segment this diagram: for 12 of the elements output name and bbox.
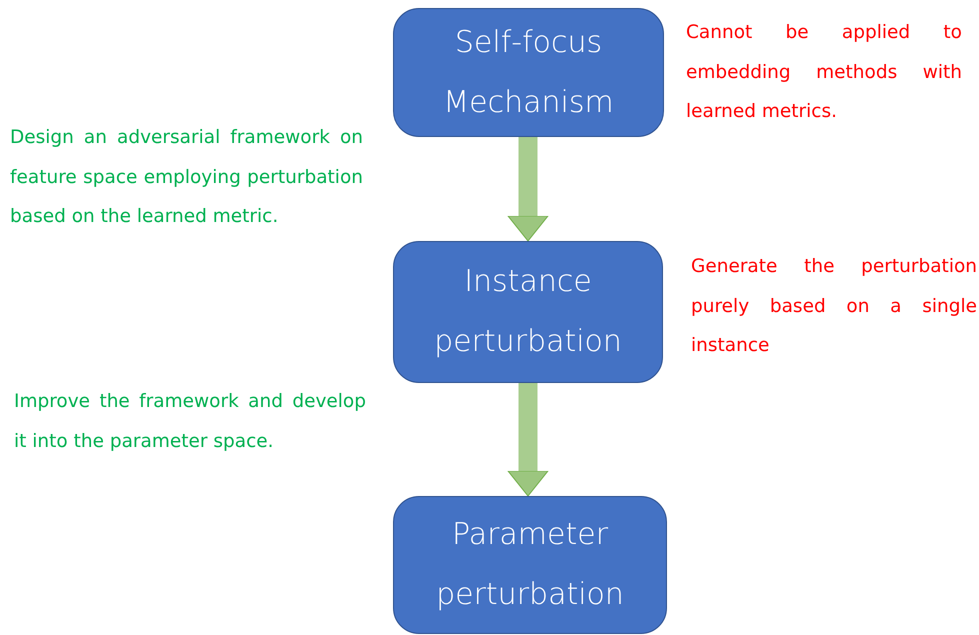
box-label: Instance perturbation [433, 263, 623, 361]
block-arrow [508, 383, 548, 496]
annotation-text: Design an adversarial framework on feature space employing perturbation based on the learned metric. [10, 126, 363, 229]
annotation-text: Cannot be applied to embedding methods with learned metrics. [686, 21, 962, 124]
process-box [393, 241, 663, 383]
block-arrow [508, 137, 548, 242]
box-label: Self-focus Mechanism [442, 24, 615, 122]
annotation-text: Generate the perturbation purely based on a single instance [691, 255, 977, 358]
process-box [393, 496, 667, 634]
process-box [393, 8, 664, 137]
box-label: Parameter perturbation [435, 516, 625, 614]
annotation-text: Improve the framework and develop it into the parameter space. [14, 390, 366, 454]
